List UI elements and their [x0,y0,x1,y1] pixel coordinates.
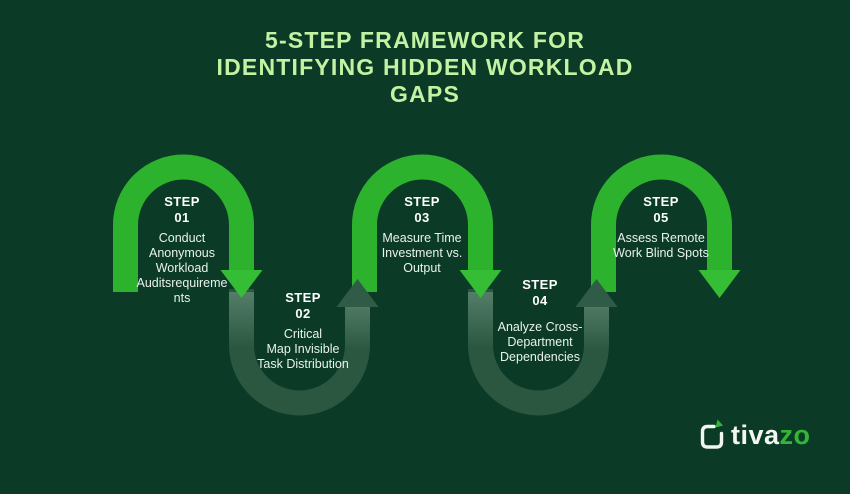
step-2-up-arrow-icon [336,279,379,307]
step-4-description: Analyze Cross- Department Dependencies [497,320,583,364]
step-1-down-arrow-icon [220,270,263,298]
logo-text-accent: zo [779,420,811,450]
step-2-number: 02 [295,306,311,321]
step-2-block: STEP 02 Critical Map Invisible Task Dist… [223,290,383,372]
logo-text-primary: tiva [731,420,780,450]
tivazo-logo: tivazo [697,416,811,454]
step-4-label-text: STEP [522,277,558,292]
tivazo-logo-icon [700,419,724,449]
step-3-block: STEP 03 Measure Time Investment vs. Outp… [342,194,502,276]
step-2-label: STEP 02 [223,290,383,322]
step-2-u-turn-track [229,289,370,416]
logo-leaf-icon [715,419,723,428]
step-3-down-arrow-icon [459,270,502,298]
step-5-number: 05 [653,210,669,225]
step-1-description: Conduct Anonymous Workload Auditsrequire… [136,231,228,305]
step-4-u-turn-track [468,289,609,416]
step-5-label: STEP 05 [581,194,741,226]
step-4-label: STEP 04 [460,277,620,309]
leg-glow [345,300,370,350]
step-5-description: Assess Remote Work Blind Spots [613,231,709,260]
step-1-number: 01 [174,210,190,225]
step-3-description: Measure Time Investment vs. Output [381,231,463,275]
step-3-number: 03 [414,210,430,225]
page-title: 5-STEP FRAMEWORK FOR IDENTIFYING HIDDEN … [216,27,634,107]
step-3-label-text: STEP [404,194,440,209]
step-5-arch-track [591,154,732,292]
step-1-arch-track [113,154,254,292]
leg-glow [468,292,493,347]
step-3-label: STEP 03 [342,194,502,226]
step-1-label-text: STEP [164,194,200,209]
leg-glow [229,292,254,347]
step-1-label: STEP 01 [102,194,262,226]
step-5-label-text: STEP [643,194,679,209]
step-2-description: Critical Map Invisible Task Distribution [257,327,349,371]
step-2-label-text: STEP [285,290,321,305]
logo-square-outline [700,424,724,449]
logo-wordmark: tivazo [731,416,811,454]
step-4-number: 04 [532,293,548,308]
leg-glow [584,300,609,350]
step-3-arch-track [352,154,493,292]
step-5-down-arrow-icon [698,270,741,298]
step-1-block: STEP 01 Conduct Anonymous Workload Audit… [102,194,262,306]
step-4-up-arrow-icon [575,279,618,307]
step-4-block: STEP 04 Analyze Cross- Department Depend… [460,277,620,365]
step-5-block: STEP 05 Assess Remote Work Blind Spots [581,194,741,261]
